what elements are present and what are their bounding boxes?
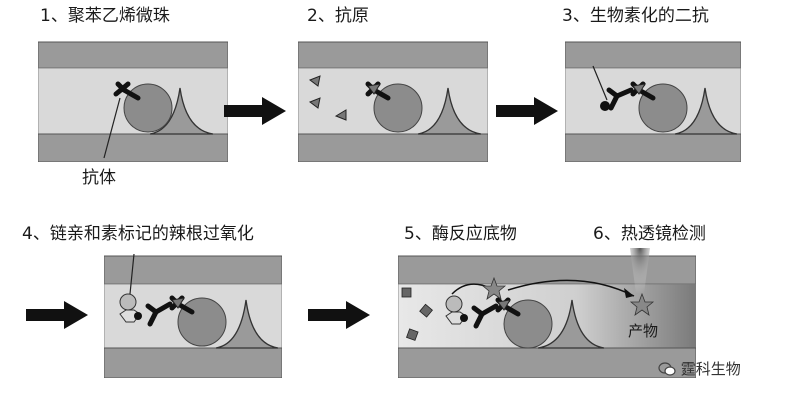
biotinylated-secondary-antibody-icon xyxy=(606,87,634,111)
product-star-icon xyxy=(481,276,507,300)
step-2-label: 2、抗原 xyxy=(307,6,369,26)
substrate-square xyxy=(401,287,412,298)
step-1-label: 1、聚苯乙烯微珠 xyxy=(40,6,170,26)
arrow-2 xyxy=(494,96,560,126)
product-label: 产物 xyxy=(628,322,659,340)
watermark-text: 霆科生物 xyxy=(680,360,741,378)
antibody-label: 抗体 xyxy=(82,168,116,188)
panel-step-1 xyxy=(38,40,228,162)
antibody-icon xyxy=(113,81,141,101)
biotin-dot xyxy=(600,101,610,111)
polystyrene-bead xyxy=(177,297,227,347)
panel-step-5-6 xyxy=(398,248,696,378)
biotinylated-secondary-antibody-icon xyxy=(145,301,173,327)
panel-step-3 xyxy=(565,40,741,162)
streptavidin-hrp-icon xyxy=(445,295,468,325)
step-5-label: 5、酶反应底物 xyxy=(404,224,517,244)
polystyrene-bead xyxy=(123,83,173,133)
product-star-icon xyxy=(629,292,655,316)
substrate-square xyxy=(419,303,433,318)
wechat-icon xyxy=(658,362,676,376)
polystyrene-bead xyxy=(503,299,553,349)
panel-step-4 xyxy=(104,254,282,378)
antigen-triangle xyxy=(367,83,381,95)
antigen-triangle xyxy=(308,97,321,109)
step-4-label: 4、链亲和素标记的辣根过氧化 xyxy=(22,224,254,244)
streptavidin-hrp-icon xyxy=(119,293,142,323)
step-3-label: 3、生物素化的二抗 xyxy=(562,6,709,26)
biotinylated-secondary-antibody-icon xyxy=(471,303,499,329)
substrate-square xyxy=(406,328,419,341)
antigen-triangle xyxy=(334,109,347,121)
step-6-label: 6、热透镜检测 xyxy=(593,224,706,244)
antigen-triangle xyxy=(497,299,511,311)
antigen-triangle xyxy=(171,297,185,309)
antigen-triangle xyxy=(632,83,646,95)
watermark: 霆科生物 xyxy=(658,358,741,379)
panel-step-2 xyxy=(298,40,488,162)
arrow-3 xyxy=(24,300,90,330)
arrow-1 xyxy=(222,96,288,126)
arrow-4 xyxy=(306,300,372,330)
polystyrene-bead xyxy=(373,83,423,133)
polystyrene-bead xyxy=(638,83,688,133)
laser-beam xyxy=(630,248,650,294)
antigen-triangle xyxy=(308,75,321,87)
